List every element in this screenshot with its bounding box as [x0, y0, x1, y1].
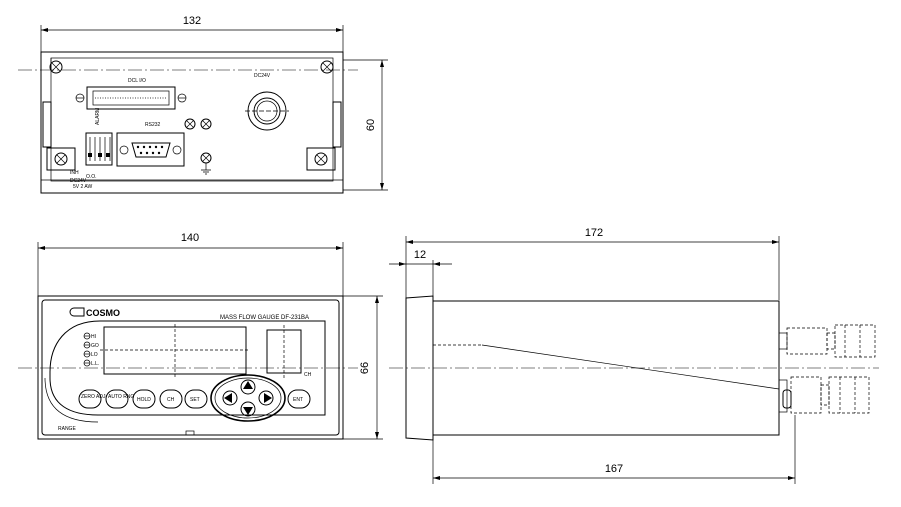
svg-text:AUTO RNG: AUTO RNG: [108, 394, 134, 400]
arrow-keypad[interactable]: [210, 374, 286, 422]
dim-side-body: 167: [605, 463, 623, 475]
indicator-go: GO: [83, 341, 99, 349]
power-jack-icon: [245, 91, 289, 131]
screw-icon: [177, 93, 187, 103]
arrow-left-icon[interactable]: [222, 390, 238, 406]
terminal-label-oo: O.O.: [86, 174, 97, 180]
svg-text:HOLD: HOLD: [137, 397, 151, 403]
screw-icon: [184, 118, 196, 130]
svg-text:HI: HI: [91, 334, 96, 340]
front-panel-view: 140 COSMO MASS FLOW GAUGE DF-231BA CH HI…: [18, 232, 383, 440]
dim-front-height: 66: [359, 362, 371, 374]
terminal-label-dc24v: DC24V: [70, 178, 87, 184]
screw-icon: [200, 118, 212, 130]
arrow-down-icon[interactable]: [240, 401, 256, 417]
svg-text:CH: CH: [167, 397, 175, 403]
range-label: RANGE: [58, 426, 76, 432]
dim-side-front: 12: [414, 249, 426, 261]
svg-text:LO: LO: [91, 352, 98, 358]
side-view: 172 12: [389, 227, 879, 484]
svg-text:SET: SET: [190, 397, 200, 403]
arrow-up-icon[interactable]: [240, 379, 256, 395]
screw-icon: [75, 93, 85, 103]
indicator-lo: LO: [83, 350, 98, 358]
set-button[interactable]: SET: [184, 389, 208, 409]
screw-icon: [320, 60, 334, 74]
terminal-label-5v: 5V 2 AW: [73, 184, 93, 190]
ent-button[interactable]: ENT: [287, 389, 311, 409]
hold-button[interactable]: HOLD: [132, 389, 156, 409]
screw-icon: [49, 60, 63, 74]
indicator-ll: L.L.: [83, 359, 99, 367]
terminal-label-alarm: ALARM: [95, 108, 101, 125]
rear-connector-bottom: [778, 376, 870, 414]
screw-icon: [54, 152, 68, 166]
screw-icon: [314, 152, 328, 166]
svg-text:L.L.: L.L.: [91, 361, 99, 367]
rear-panel-view: 132 DCL I/O DC24V: [18, 15, 388, 194]
indicator-hi: HI: [83, 332, 96, 340]
svg-text:GO: GO: [91, 343, 99, 349]
zero-adj-button[interactable]: ZERO ADJ: [78, 389, 106, 409]
screw-icon: [119, 145, 129, 155]
connector-label: DCL I/O: [128, 78, 146, 84]
terminal-label-inh: INH: [70, 170, 79, 176]
screw-icon: [172, 145, 182, 155]
dim-side-length: 172: [585, 227, 603, 239]
rear-connector-top: [778, 324, 876, 358]
serial-pins: [136, 145, 164, 155]
ch-label: CH: [304, 372, 312, 378]
dim-front-width: 140: [181, 232, 199, 244]
model-label: MASS FLOW GAUGE DF-231BA: [220, 315, 309, 321]
svg-text:ENT: ENT: [293, 397, 303, 403]
serial-label: RS232: [145, 122, 161, 128]
screw-icon: [200, 152, 212, 164]
svg-text:ZERO ADJ: ZERO ADJ: [81, 394, 106, 400]
brand-text: COSMO: [86, 308, 120, 318]
dim-top-width: 132: [183, 15, 201, 27]
arrow-right-icon[interactable]: [258, 390, 274, 406]
power-label: DC24V: [254, 73, 271, 79]
dim-top-height: 60: [365, 119, 377, 131]
auto-range-button[interactable]: AUTO RNG: [105, 389, 134, 409]
ground-icon: [201, 163, 211, 175]
brand-logo: COSMO: [69, 307, 120, 318]
ch-button[interactable]: CH: [159, 389, 183, 409]
terminal-block: [85, 132, 113, 166]
